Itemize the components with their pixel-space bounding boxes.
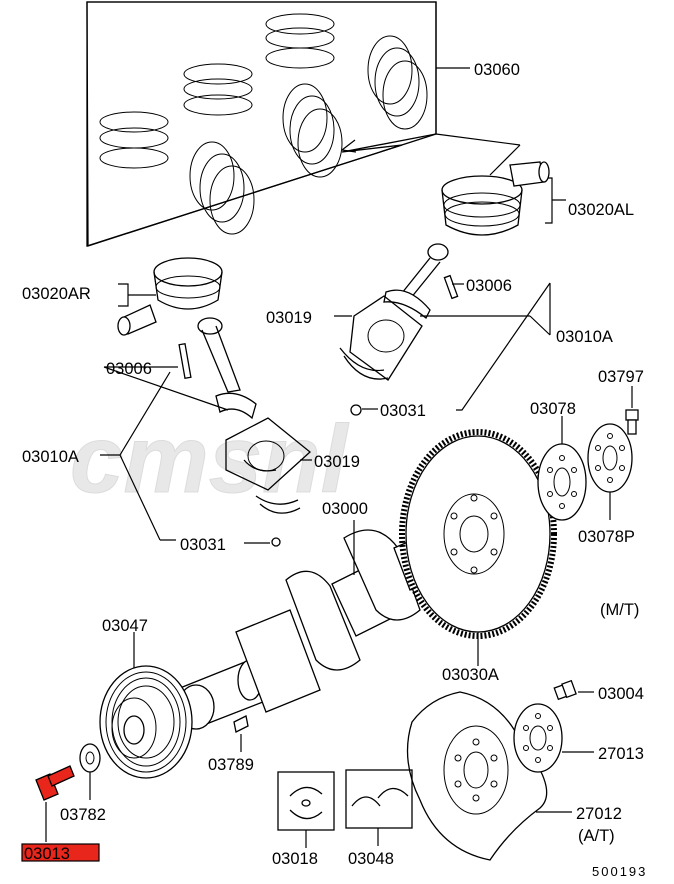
label-03782[interactable]: 03782 bbox=[60, 806, 106, 824]
piston-right-illustration bbox=[117, 257, 223, 336]
label-03019-lower[interactable]: 03019 bbox=[314, 453, 360, 471]
drive-plate-bolt-illustration bbox=[553, 679, 577, 701]
label-03031-upper[interactable]: 03031 bbox=[380, 402, 426, 420]
woodruff-key-illustration bbox=[233, 715, 249, 733]
label-03006-lower[interactable]: 03006 bbox=[106, 360, 152, 378]
highlight-box-03013 bbox=[21, 843, 100, 862]
main-bearing-set-illustration bbox=[277, 771, 335, 831]
connecting-rod-lower-illustration bbox=[178, 317, 257, 420]
label-03797[interactable]: 03797 bbox=[598, 368, 644, 386]
bearing-shell-upper-illustration bbox=[339, 295, 423, 416]
label-03006-upper[interactable]: 03006 bbox=[466, 277, 512, 295]
connecting-rod-upper-illustration bbox=[383, 243, 459, 320]
piston-left-illustration bbox=[435, 133, 566, 236]
label-03010A-upper[interactable]: 03010A bbox=[556, 328, 613, 346]
label-03020AL[interactable]: 03020AL bbox=[568, 201, 634, 219]
label-03013[interactable]: 03013 bbox=[24, 845, 70, 863]
flywheel-bolt-illustration bbox=[625, 409, 639, 435]
label-27012[interactable]: 27012 bbox=[576, 805, 622, 823]
label-03078[interactable]: 03078 bbox=[530, 400, 576, 418]
label-03018[interactable]: 03018 bbox=[272, 850, 318, 868]
label-03047[interactable]: 03047 bbox=[102, 617, 148, 635]
leader-03006b bbox=[103, 366, 229, 411]
crankshaft-pulley-illustration bbox=[99, 665, 193, 779]
label-03030A[interactable]: 03030A bbox=[442, 666, 499, 684]
washer-illustration bbox=[79, 743, 101, 773]
label-03031-lower[interactable]: 03031 bbox=[180, 536, 226, 554]
label-03019-upper[interactable]: 03019 bbox=[266, 309, 312, 327]
label-03010A-lower[interactable]: 03010A bbox=[22, 448, 79, 466]
label-mt[interactable]: (M/T) bbox=[600, 601, 639, 619]
label-03004[interactable]: 03004 bbox=[598, 685, 644, 703]
flywheel-plate-illustration bbox=[537, 443, 587, 521]
thrust-bearing-illustration bbox=[345, 769, 413, 829]
leader-03010Ab bbox=[100, 371, 171, 541]
figure-number: 500193 bbox=[592, 864, 647, 879]
leader-03010Aa bbox=[420, 282, 551, 411]
adapter-plate-illustration bbox=[513, 703, 563, 773]
label-27013[interactable]: 27013 bbox=[598, 745, 644, 763]
leader-03031b bbox=[160, 539, 270, 544]
bearing-shell-lower-illustration bbox=[225, 417, 311, 547]
label-at[interactable]: (A/T) bbox=[578, 827, 615, 845]
flywheel-illustration bbox=[399, 429, 557, 639]
flywheel-plate-p-illustration bbox=[587, 423, 633, 493]
label-03000[interactable]: 03000 bbox=[322, 500, 368, 518]
label-03048[interactable]: 03048 bbox=[348, 850, 394, 868]
piston-ring-set-illustration bbox=[86, 1, 437, 247]
label-03060[interactable]: 03060 bbox=[474, 61, 520, 79]
label-03789[interactable]: 03789 bbox=[208, 756, 254, 774]
label-03078P[interactable]: 03078P bbox=[578, 528, 635, 546]
crankshaft-pulley-bolt-illustration bbox=[35, 765, 75, 801]
label-03020AR[interactable]: 03020AR bbox=[22, 285, 91, 303]
